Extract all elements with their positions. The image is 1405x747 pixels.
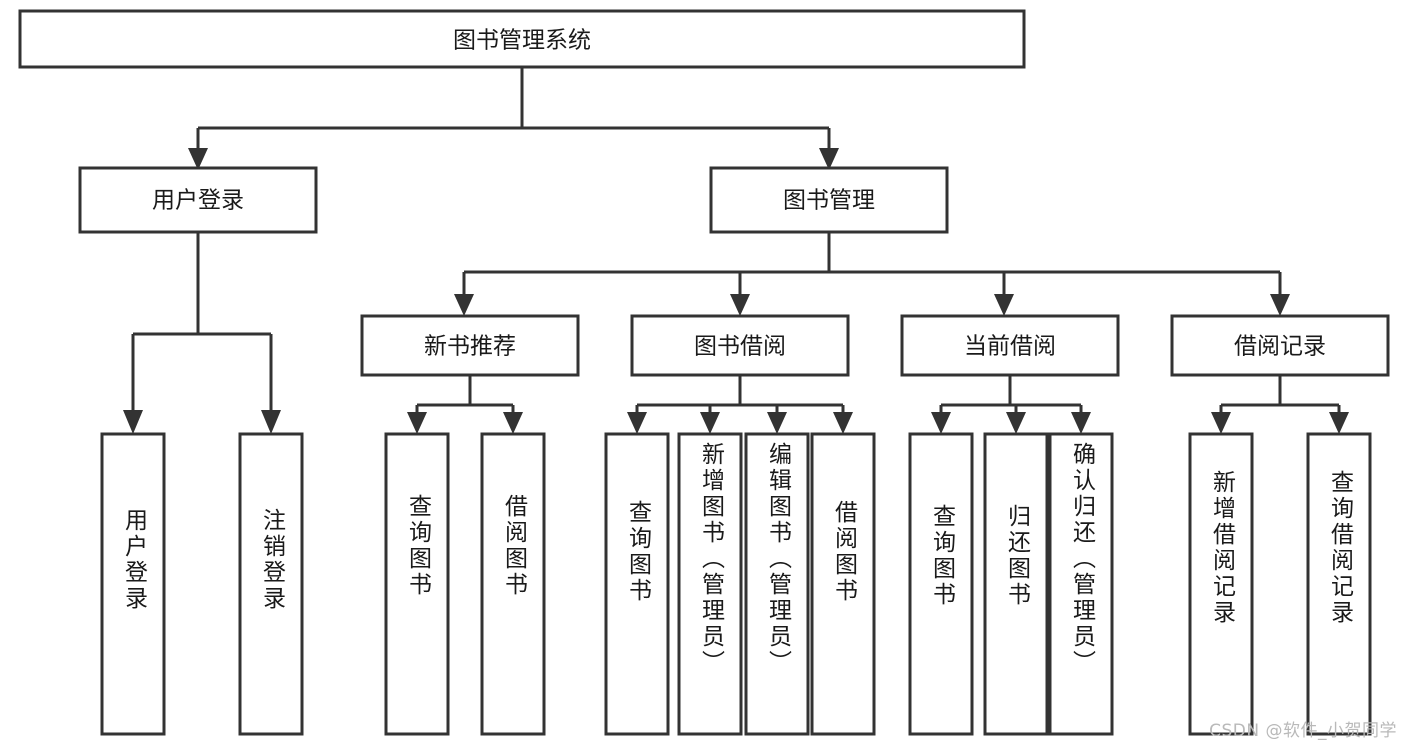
node-leaf-query-book-1-rect[interactable] — [384, 432, 450, 736]
arrowhead-leaf-user-login — [123, 410, 143, 434]
arrowhead-new-book-rec — [454, 294, 474, 316]
edge-group-new-book-rec — [407, 375, 523, 434]
arrowhead-leaf-user-logout — [261, 410, 281, 434]
edge-group-book-manage — [454, 232, 1290, 316]
node-leaf-add-book-rect[interactable] — [677, 432, 743, 736]
arrowhead-leaf-query-book-2 — [627, 412, 647, 434]
node-leaf-query-book-3-rect[interactable] — [908, 432, 974, 736]
node-leaf-borrow-book-2-rect[interactable] — [810, 432, 876, 736]
node-new-book-rec-label: 新书推荐 — [424, 334, 516, 360]
arrowhead-book-borrow — [730, 294, 750, 316]
arrowhead-leaf-add-record — [1211, 412, 1231, 434]
node-book-borrow[interactable]: 图书借阅 — [630, 314, 850, 377]
arrowhead-leaf-query-record — [1329, 412, 1349, 434]
node-leaf-add-record-rect[interactable] — [1188, 432, 1254, 736]
arrowhead-book-manage — [819, 148, 839, 170]
node-root-label: 图书管理系统 — [453, 28, 591, 54]
edge-group-root — [188, 67, 839, 170]
node-book-borrow-rect[interactable] — [630, 314, 850, 377]
node-current-borrow-label: 当前借阅 — [964, 334, 1056, 360]
arrowhead-current-borrow — [994, 294, 1014, 316]
node-book-manage-label: 图书管理 — [783, 188, 875, 214]
node-user-login-label: 用户登录 — [152, 188, 244, 214]
arrowhead-borrow-record — [1270, 294, 1290, 316]
csdn-watermark: CSDN @软件_小贺同学 — [1209, 721, 1397, 741]
arrowhead-user-login — [188, 148, 208, 170]
edge-group-user-login — [123, 232, 281, 434]
node-root-rect[interactable] — [18, 9, 1026, 69]
arrowhead-leaf-query-book-1 — [407, 412, 427, 434]
node-borrow-record-label: 借阅记录 — [1234, 334, 1326, 360]
arrowhead-leaf-return-book — [1006, 412, 1026, 434]
node-book-borrow-label: 图书借阅 — [694, 334, 786, 360]
node-leaf-query-record-rect[interactable] — [1306, 432, 1372, 736]
node-leaf-confirm-return-rect[interactable] — [1048, 432, 1114, 736]
node-leaf-return-book-rect[interactable] — [983, 432, 1049, 736]
node-leaf-user-login-rect[interactable] — [100, 432, 166, 736]
node-user-login-rect[interactable] — [78, 166, 318, 234]
arrowhead-leaf-borrow-book-1 — [503, 412, 523, 434]
arrowhead-leaf-confirm-return — [1071, 412, 1091, 434]
node-user-login[interactable]: 用户登录 — [78, 166, 318, 234]
arrowhead-leaf-borrow-book-2 — [833, 412, 853, 434]
node-borrow-record-rect[interactable] — [1170, 314, 1390, 377]
node-leaf-edit-book-rect[interactable] — [744, 432, 810, 736]
node-current-borrow-rect[interactable] — [900, 314, 1120, 377]
node-leaf-user-logout-rect[interactable] — [238, 432, 304, 736]
node-borrow-record[interactable]: 借阅记录 — [1170, 314, 1390, 377]
node-root[interactable]: 图书管理系统 — [18, 9, 1026, 69]
node-book-manage[interactable]: 图书管理 — [709, 166, 949, 234]
node-new-book-rec-rect[interactable] — [360, 314, 580, 377]
edge-group-current-borrow — [931, 375, 1091, 434]
node-leaf-query-book-2-rect[interactable] — [604, 432, 670, 736]
node-new-book-rec[interactable]: 新书推荐 — [360, 314, 580, 377]
arrowhead-leaf-query-book-3 — [931, 412, 951, 434]
node-leaf-borrow-book-1-rect[interactable] — [480, 432, 546, 736]
arrowhead-leaf-edit-book — [767, 412, 787, 434]
edge-group-book-borrow — [627, 375, 853, 434]
node-book-manage-rect[interactable] — [709, 166, 949, 234]
edge-group-borrow-record — [1211, 375, 1349, 434]
arrowhead-leaf-add-book — [700, 412, 720, 434]
node-current-borrow[interactable]: 当前借阅 — [900, 314, 1120, 377]
